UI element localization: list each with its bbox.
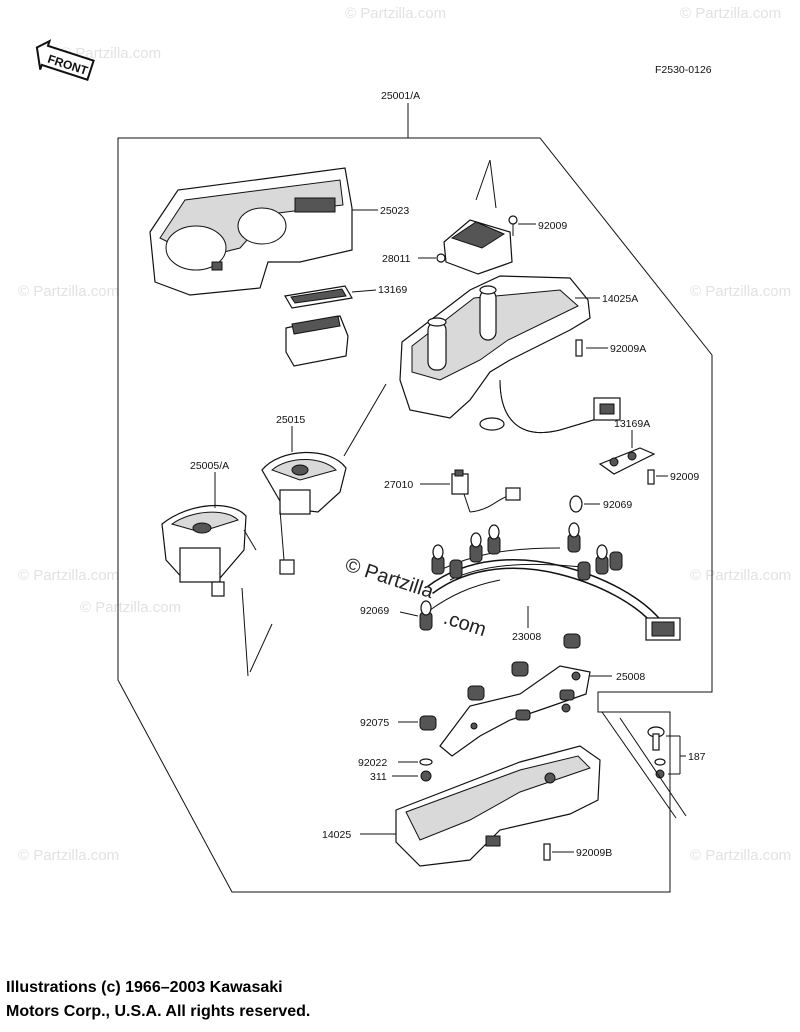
wiring-harness-part	[419, 522, 681, 641]
callout-28011: 28011	[382, 253, 411, 265]
reference-line	[249, 623, 273, 673]
screw-part	[575, 339, 583, 357]
watermark-text: © Partzilla.com	[18, 847, 119, 864]
tachometer-part	[261, 451, 347, 575]
watermark-text: © Partzilla.com	[80, 599, 181, 616]
lower-cover-part	[395, 745, 601, 867]
grommet-part	[419, 633, 581, 731]
callout-14025a: 14025A	[602, 293, 638, 305]
bulb-part	[569, 495, 583, 513]
callout-25023: 25023	[380, 205, 409, 217]
lamp-bracket-part	[598, 447, 656, 475]
reference-line	[343, 383, 387, 457]
reference-line	[619, 717, 687, 817]
callout-25015: 25015	[276, 414, 305, 426]
callout-13169a: 13169A	[614, 418, 650, 430]
figure-code: F2530-0126	[655, 64, 712, 76]
leader-line	[351, 289, 377, 293]
callout-92009-top: 92009	[538, 220, 567, 232]
callout-187: 187	[688, 751, 706, 763]
regulator-part	[436, 219, 513, 275]
callout-27010: 27010	[384, 479, 413, 491]
watermark-text: © Partzilla.com	[690, 567, 791, 584]
callout-92009a: 92009A	[610, 343, 646, 355]
watermark-text: © Partzilla	[342, 554, 437, 603]
callout-25008: 25008	[616, 671, 645, 683]
callout-23008: 23008	[512, 631, 541, 643]
leader-line	[399, 611, 419, 617]
callout-92069-right: 92069	[603, 499, 632, 511]
callout-92009-right: 92009	[670, 471, 699, 483]
screw-part	[543, 843, 551, 861]
screw-part	[647, 469, 655, 485]
watermark-text: © Partzilla.com	[690, 847, 791, 864]
assembly-outline	[117, 137, 713, 893]
bolt-part	[647, 726, 666, 779]
reference-line	[601, 711, 677, 819]
callout-92075: 92075	[360, 717, 389, 729]
callout-92022: 92022	[358, 757, 387, 769]
callout-25005a: 25005/A	[190, 460, 229, 472]
reference-line	[241, 587, 249, 677]
washer-part	[419, 758, 433, 766]
watermark-text: © Partzilla.com	[680, 5, 781, 22]
callout-311: 311	[370, 771, 387, 783]
watermark-text: .com	[441, 607, 489, 641]
nut-part	[420, 770, 432, 782]
meter-bracket-part	[439, 665, 591, 757]
callout-13169: 13169	[378, 284, 407, 296]
indicator-lens-part	[284, 285, 353, 309]
watermark-text: © Partzilla.com	[18, 283, 119, 300]
screw-part	[508, 215, 518, 236]
copyright-line: Illustrations (c) 1966–2003 Kawasaki	[6, 979, 283, 996]
meter-cover-part	[149, 167, 353, 296]
reference-line	[489, 159, 497, 209]
reference-line	[475, 159, 491, 201]
callout-25001a: 25001/A	[381, 90, 420, 102]
callout-92009b: 92009B	[576, 847, 612, 859]
callout-92069-left: 92069	[360, 605, 389, 617]
meter-housing-part	[399, 275, 621, 434]
speedometer-part	[161, 504, 257, 597]
copyright-line: Motors Corp., U.S.A. All rights reserved…	[6, 1003, 311, 1020]
watermark-layer: © Partzilla.com © Partzilla.com © Partzi…	[18, 5, 791, 864]
switch-part	[451, 469, 521, 513]
watermark-text: © Partzilla.com	[690, 283, 791, 300]
callout-14025: 14025	[322, 829, 351, 841]
watermark-text: © Partzilla.com	[345, 5, 446, 22]
copyright-notice: Illustrations (c) 1966–2003 Kawasaki Mot…	[6, 976, 310, 1024]
watermark-text: © Partzilla.com	[18, 567, 119, 584]
indicator-case-part	[285, 315, 349, 367]
